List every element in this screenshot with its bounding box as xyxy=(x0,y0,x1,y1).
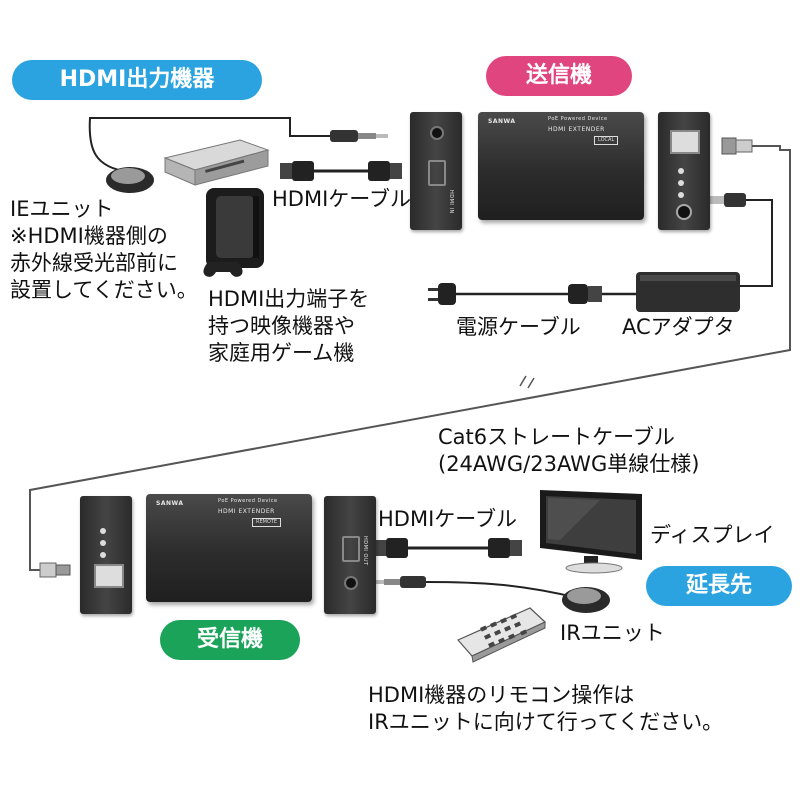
hdmi-cable-bottom-label: HDMIケーブル xyxy=(378,507,518,531)
hdmi-out-label: HDMI OUT xyxy=(362,536,368,566)
hdmi-cable-top xyxy=(280,161,402,181)
brand-label: SANWA xyxy=(488,118,516,125)
extension-side-badge: 延長先 xyxy=(646,566,792,606)
hdmi-output-device-badge: HDMI出力機器 xyxy=(12,60,262,100)
ir-plug-top xyxy=(330,130,388,142)
receiver-hdmi-side: HDMI OUT xyxy=(324,496,376,614)
ie-unit-note-line-1: ※HDMI機器側の xyxy=(10,224,168,248)
ie-unit-wire xyxy=(88,117,330,173)
hdmi-port xyxy=(342,536,360,562)
remote-note-line-1: HDMI機器のリモコン操作は xyxy=(368,683,635,707)
cat6-cable-note: Cat6ストレートケーブル (24AWG/23AWG単線仕様) xyxy=(438,424,699,478)
power-cable xyxy=(428,283,636,305)
hdmi-cable-bottom xyxy=(374,538,522,558)
source-devices-line-3: 家庭用ゲーム機 xyxy=(208,341,355,365)
lan-port xyxy=(670,130,700,154)
hdmi-cable-top-label: HDMIケーブル xyxy=(272,187,412,211)
poe-label: PoE Powered Device xyxy=(548,116,608,122)
transmitter-body: SANWA PoE Powered Device HDMI EXTENDER L… xyxy=(478,112,644,220)
lan-plug-top xyxy=(29,137,791,571)
ir-jack xyxy=(430,126,444,140)
source-devices-line-1: HDMI出力端子を xyxy=(208,287,370,311)
status-leds xyxy=(678,168,684,198)
power-cable-label: 電源ケーブル xyxy=(456,315,581,339)
ie-unit-note: IEユニット ※HDMI機器側の 赤外線受光部前に 設置してください。 xyxy=(10,196,198,304)
game-console-device xyxy=(206,188,264,268)
cat6-cable-line-1: Cat6ストレートケーブル xyxy=(438,425,675,449)
hdmi-in-label: HDMI IN xyxy=(448,190,454,214)
transmitter-hdmi-side: HDMI IN xyxy=(410,112,462,230)
status-leds xyxy=(100,528,106,558)
product-label: HDMI EXTENDER xyxy=(218,508,275,515)
local-label: LOCAL xyxy=(594,136,619,145)
ir-jack xyxy=(344,576,358,590)
ir-unit-label: IRユニット xyxy=(560,621,665,645)
ac-adapter-icon xyxy=(636,272,740,312)
lan-port xyxy=(94,564,124,588)
display-label: ディスプレイ xyxy=(650,523,775,547)
source-devices-line-2: 持つ映像機器や xyxy=(208,314,355,338)
receiver-body: SANWA PoE Powered Device HDMI EXTENDER R… xyxy=(146,494,312,602)
dc-jack xyxy=(676,204,692,220)
ie-unit-note-line-3: 設置してください。 xyxy=(10,278,198,302)
poe-label: PoE Powered Device xyxy=(218,498,278,504)
transmitter-lan-side xyxy=(658,112,710,230)
ie-unit-puck xyxy=(106,167,154,193)
transmitter-badge: 送信機 xyxy=(486,56,632,96)
lan-plug-bottom xyxy=(39,562,71,578)
cat6-cable-line xyxy=(29,145,791,571)
remote-note: HDMI機器のリモコン操作は IRユニットに向けて行ってください。 xyxy=(368,682,723,736)
ac-adapter-label: ACアダプタ xyxy=(622,315,735,339)
ir-unit-puck xyxy=(562,587,610,613)
remote-control-icon xyxy=(457,607,547,663)
gamepad-icon xyxy=(203,262,243,277)
brand-label: SANWA xyxy=(156,500,184,507)
receiver-lan-side xyxy=(80,496,132,614)
cat6-cable-line-2: (24AWG/23AWG単線仕様) xyxy=(438,452,700,476)
dc-plug xyxy=(710,193,773,287)
hdmi-port xyxy=(428,160,446,186)
cable-break-mark xyxy=(519,375,535,389)
remote-label: REMOTE xyxy=(252,518,282,527)
display-monitor-icon xyxy=(540,490,642,574)
ie-unit-title: IEユニット xyxy=(10,197,114,221)
product-label: HDMI EXTENDER xyxy=(548,126,605,133)
receiver-badge: 受信機 xyxy=(160,620,300,660)
av-player-device xyxy=(163,139,270,186)
ie-unit-note-line-2: 赤外線受光部前に xyxy=(10,251,178,275)
source-devices-note: HDMI出力端子を 持つ映像機器や 家庭用ゲーム機 xyxy=(208,286,369,367)
ir-plug-bottom xyxy=(372,576,579,599)
remote-note-line-2: IRユニットに向けて行ってください。 xyxy=(368,710,724,734)
